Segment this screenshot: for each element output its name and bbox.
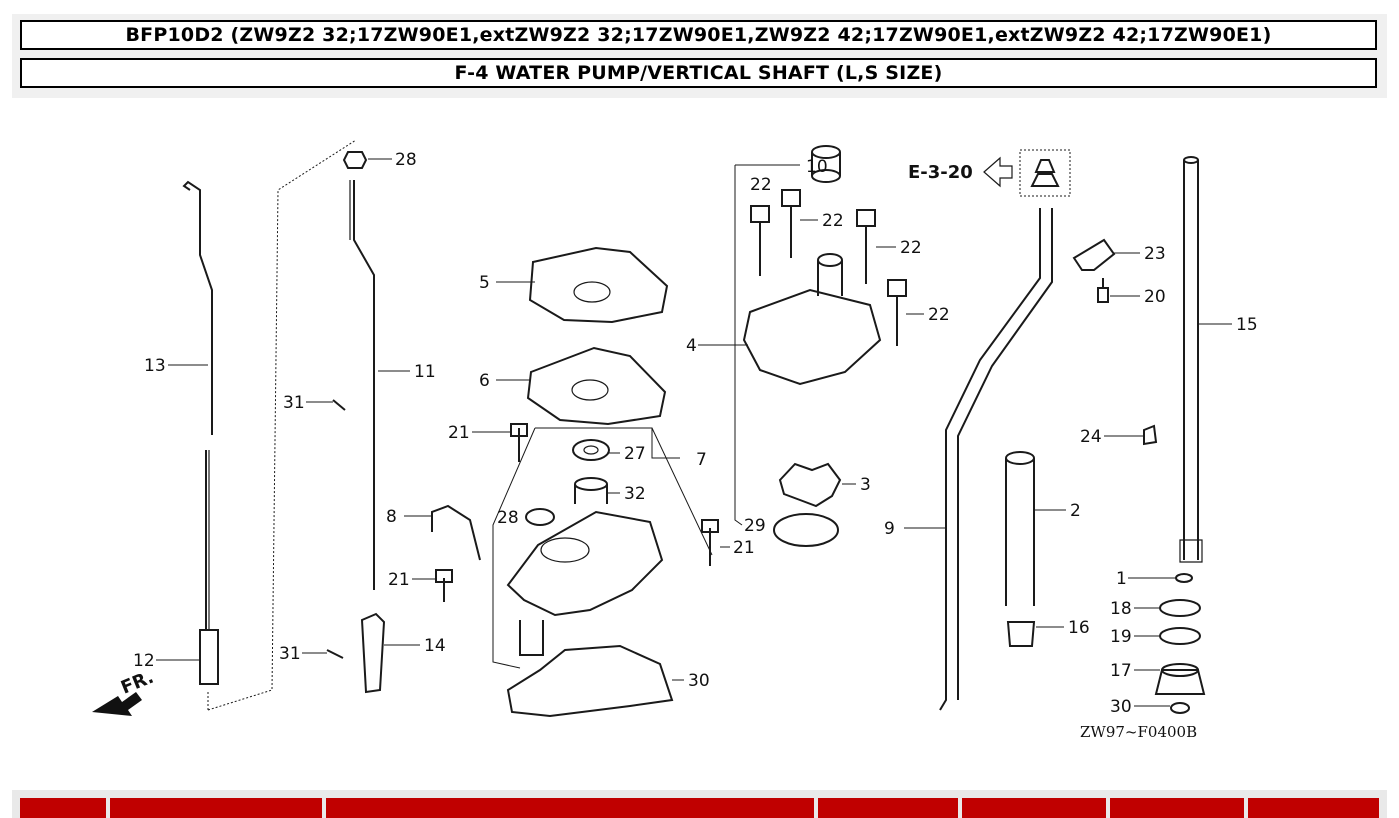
part-27-o-ring[interactable]	[773, 513, 839, 547]
callout: 30	[688, 671, 710, 691]
part-32-bushing[interactable]	[574, 484, 608, 504]
parts-table-header-strip	[12, 790, 1387, 818]
callout: 18	[1110, 599, 1132, 619]
callout: 23	[1144, 244, 1166, 264]
part-8-tube[interactable]	[431, 504, 481, 561]
callout: 22	[822, 211, 844, 231]
part-3-impeller[interactable]	[778, 462, 842, 508]
callout: 28	[497, 508, 519, 528]
callout: 16	[1068, 618, 1090, 638]
callout: 1	[1116, 569, 1127, 589]
table-header-cell	[1110, 798, 1244, 818]
callout: 22	[900, 238, 922, 258]
callout-labels: 13 12 11 28 31 31 14 5 6 21 21 21 8 27 3…	[118, 150, 1258, 741]
callout: 4	[686, 336, 697, 356]
part-26-seal[interactable]	[525, 508, 555, 526]
table-header-cell	[962, 798, 1106, 818]
callout: 7	[696, 450, 707, 470]
part-28-gasket[interactable]	[506, 644, 674, 718]
part-18-washer[interactable]	[1159, 599, 1201, 617]
callout: 21	[388, 570, 410, 590]
callout: 14	[424, 636, 446, 656]
callout: 12	[133, 651, 155, 671]
part-20-bolt[interactable]	[1097, 278, 1109, 303]
callout: 30	[1110, 697, 1132, 717]
part-31-pin[interactable]	[332, 399, 346, 411]
callout: 31	[279, 644, 301, 664]
callout: 11	[414, 362, 436, 382]
part-13-rod[interactable]	[182, 180, 213, 630]
table-header-cell	[818, 798, 958, 818]
parts-diagram: 13 12 11 28 31 31 14 5 6 21 21 21 8 27 3…	[92, 139, 1258, 741]
callout: 15	[1236, 315, 1258, 335]
part-14-clip[interactable]	[360, 612, 386, 694]
model-title: BFP10D2 (ZW9Z2 32;17ZW90E1,extZW9Z2 32;1…	[20, 20, 1377, 50]
callout: 6	[479, 371, 490, 391]
pump-housing[interactable]	[506, 510, 664, 617]
part-17-gear[interactable]	[1154, 669, 1206, 695]
callout: 9	[884, 519, 895, 539]
part-15-vertical-shaft[interactable]	[1183, 160, 1199, 560]
drawing-code: ZW97~F0400B	[1080, 723, 1197, 741]
part-16-grommet[interactable]	[1006, 621, 1036, 647]
callout: 3	[860, 475, 871, 495]
callout: 29	[744, 516, 766, 536]
callout: 32	[624, 484, 646, 504]
front-arrow-icon	[92, 692, 142, 716]
part-24-clip[interactable]	[1143, 424, 1158, 446]
callout: 5	[479, 273, 490, 293]
section-title: F-4 WATER PUMP/VERTICAL SHAFT (L,S SIZE)	[20, 58, 1377, 88]
callout: 10	[806, 157, 828, 177]
part-19-washer[interactable]	[1159, 627, 1201, 645]
part-4-pump-case[interactable]	[742, 288, 882, 386]
part-12-collar[interactable]	[199, 629, 219, 685]
callout: 27	[624, 444, 646, 464]
part-11-rod[interactable]	[349, 180, 375, 590]
reference-arrow-icon	[983, 156, 1013, 188]
callout: 21	[733, 538, 755, 558]
part-29-nut[interactable]	[342, 151, 368, 169]
part-30-clip[interactable]	[1170, 702, 1190, 714]
part-6-gasket[interactable]	[526, 346, 667, 426]
callout: 8	[386, 507, 397, 527]
callout: 2	[1070, 501, 1081, 521]
table-header-cell	[20, 798, 106, 818]
callout: 20	[1144, 287, 1166, 307]
callout: 24	[1080, 427, 1102, 447]
callout: 13	[144, 356, 166, 376]
callout: 22	[928, 305, 950, 325]
callout: 28	[395, 150, 417, 170]
part-10-bushing[interactable]	[811, 145, 841, 183]
callout: 31	[283, 393, 305, 413]
leader-lines	[156, 158, 1232, 707]
part-5-plate[interactable]	[528, 246, 669, 324]
table-header-cell	[326, 798, 814, 818]
part-9-water-tube[interactable]	[939, 208, 1041, 711]
callout: 19	[1110, 627, 1132, 647]
part-25-seal[interactable]	[572, 439, 610, 461]
part-1-washer[interactable]	[1175, 573, 1193, 583]
reference-label: E-3-20	[908, 162, 973, 183]
table-header-cell	[1248, 798, 1379, 818]
part-2-tube[interactable]	[1005, 458, 1035, 606]
callout: 21	[448, 423, 470, 443]
part-31-pin-2[interactable]	[326, 649, 344, 659]
table-header-cell	[110, 798, 322, 818]
header-panel: BFP10D2 (ZW9Z2 32;17ZW90E1,extZW9Z2 32;1…	[12, 14, 1387, 98]
part-22-bolts[interactable]	[750, 189, 907, 346]
front-label: FR.	[118, 667, 157, 699]
callout: 17	[1110, 661, 1132, 681]
callout: 22	[750, 175, 772, 195]
part-23-plate[interactable]	[1072, 238, 1116, 271]
